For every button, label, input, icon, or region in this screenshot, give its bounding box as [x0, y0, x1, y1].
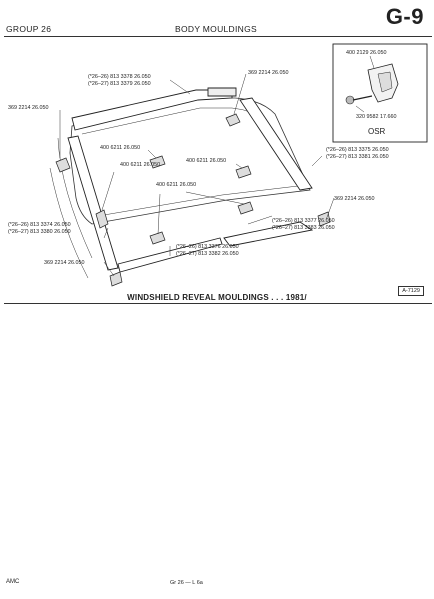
footer-brand: AMC	[6, 579, 20, 585]
right-side-label-1: (*26–26) 813 3375 26.050	[326, 147, 389, 153]
osr-inset: 400 2129 26.050 320 9582 17.660 OSR	[332, 43, 428, 143]
leader-lines	[59, 73, 335, 277]
clip-e-label: 400 6211 26.050	[156, 182, 196, 188]
clip-bottom-left	[109, 271, 123, 287]
clip-top-right	[225, 113, 241, 127]
lower-right-label-1: (*26–26) 813 3377 26.050	[272, 218, 335, 224]
figure-reference: A-7129	[398, 286, 424, 296]
inset-screw-label: 320 9582 17.660	[356, 114, 396, 120]
clip-left	[55, 157, 71, 173]
bottom-label-2: (*26–27) 813 3382 26.050	[176, 251, 239, 257]
clip-lower-right-label: 369 2214 26.050	[334, 196, 374, 202]
left-side-label-2: (*26–27) 813 3380 26.050	[8, 229, 71, 235]
clip-a	[149, 155, 166, 169]
clip-e	[237, 201, 254, 215]
clip-bottom-left-label: 369 2214 26.050	[44, 260, 84, 266]
right-side-moulding	[239, 97, 313, 191]
left-side-label-1: (*26–26) 813 3374 26.050	[8, 222, 71, 228]
lower-right-label-2: (*26–27) 813 3383 26.050	[272, 225, 335, 231]
section-rule	[4, 303, 432, 304]
page-code: G-9	[385, 4, 424, 29]
clip-a-label: 400 6211 26.050	[100, 145, 140, 151]
clip-left-label: 369 2214 26.050	[8, 105, 48, 111]
clip-d	[149, 231, 166, 245]
left-side-moulding	[67, 135, 119, 271]
clip-b	[235, 165, 252, 179]
top-moulding	[71, 87, 237, 131]
top-moulding-label-1: (*26–26) 813 3378 26.050	[88, 74, 151, 80]
clips	[55, 113, 331, 287]
right-side-label-2: (*26–27) 813 3381 26.050	[326, 154, 389, 160]
top-moulding-label-2: (*26–27) 813 3379 26.050	[88, 81, 151, 87]
bottom-label-1: (*26–26) 813 3376 26.050	[176, 244, 239, 250]
group-label: GROUP 26	[6, 24, 52, 34]
clip-c	[95, 209, 109, 229]
inset-screw-shape	[345, 95, 355, 105]
clip-c-label: 400 6211 26.050	[120, 162, 160, 168]
inset-clip-label: 400 2129 26.050	[346, 50, 386, 56]
clip-top-right-label: 369 2214 26.050	[248, 70, 288, 76]
clip-lower-right	[317, 211, 331, 227]
header-rule	[4, 36, 432, 37]
inset-title: OSR	[368, 127, 386, 136]
section-title: BODY MOULDINGS	[175, 24, 257, 34]
footer-page-ref: Gr 26 — L 6a	[170, 580, 203, 586]
windshield-moulding-diagram: (*26–26) 813 3378 26.050 (*26–27) 813 33…	[8, 43, 428, 287]
clip-b-label: 400 6211 26.050	[186, 158, 226, 164]
figure-caption: WINDSHIELD REVEAL MOULDINGS . . . 1981/	[127, 293, 307, 302]
